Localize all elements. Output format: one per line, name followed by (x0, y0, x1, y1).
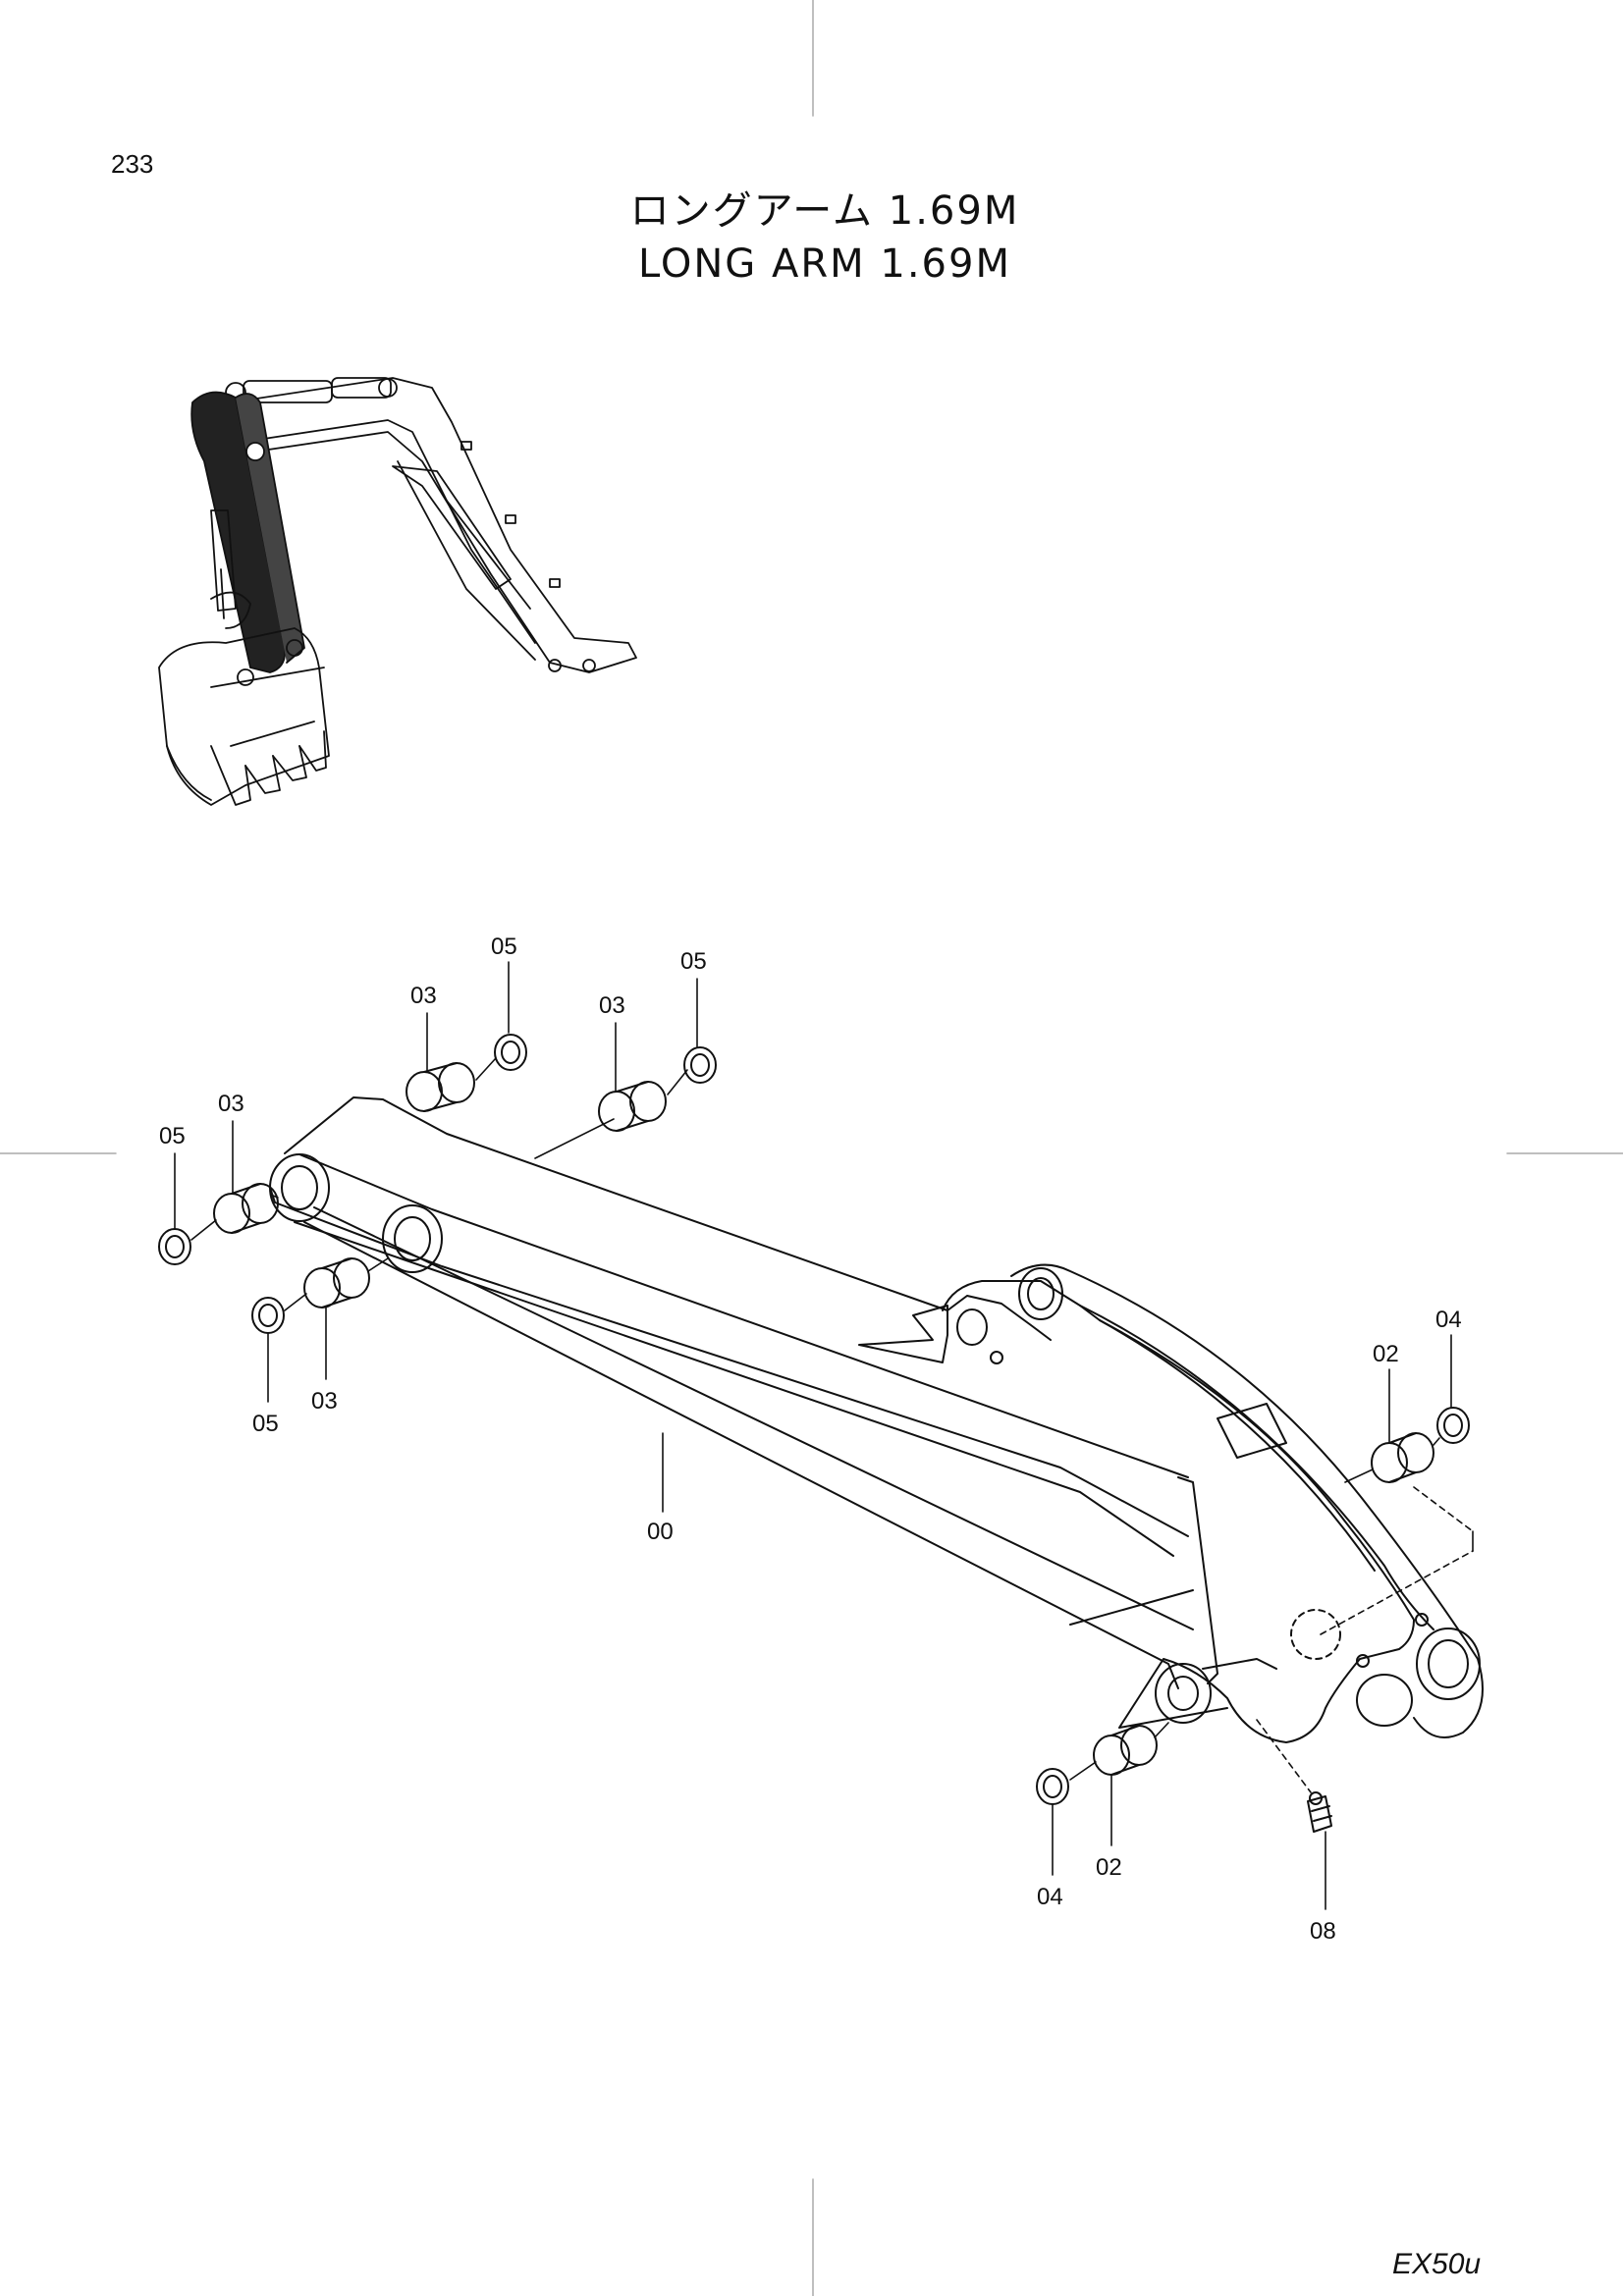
title-english: LONG ARM 1.69M (638, 241, 1011, 287)
page-number: 233 (111, 149, 154, 179)
callout-leaders (174, 961, 1452, 1910)
seal-05-left (158, 1228, 191, 1265)
seal-04-bottom (1036, 1768, 1069, 1805)
bushing-03-top-mid (598, 1081, 667, 1132)
seal-05-top (494, 1034, 527, 1071)
bushing-02-bottom (1093, 1725, 1158, 1776)
assembly-lines (190, 1057, 1474, 1793)
bushing-02-right (1371, 1432, 1434, 1483)
callout-05-left: 05 (159, 1123, 186, 1149)
bushing-03-left (213, 1183, 279, 1234)
page-title: ロングアーム 1.69M LONG ARM 1.69M (609, 185, 1041, 291)
callout-08: 08 (1310, 1918, 1336, 1945)
seal-04-right (1436, 1407, 1470, 1444)
callout-05-top-right: 05 (680, 948, 707, 975)
title-japanese: ロングアーム 1.69M (629, 188, 1020, 234)
grease-fitting-08 (1307, 1791, 1332, 1833)
bushing-03-top (406, 1062, 475, 1112)
bushing-03-bottom-left (303, 1257, 370, 1308)
callout-05-top: 05 (491, 934, 517, 960)
callout-02-bottom: 02 (1096, 1854, 1122, 1881)
model-code: EX50u (1392, 2248, 1482, 2280)
callout-labels: 05 03 05 03 03 05 05 03 00 02 04 04 02 0… (159, 934, 1462, 1945)
callout-03-left: 03 (218, 1091, 244, 1117)
callout-05-bottom-left: 05 (252, 1411, 279, 1437)
overview-excavator-illustration (158, 377, 637, 806)
callout-03-top: 03 (410, 983, 437, 1009)
callout-02-right: 02 (1373, 1341, 1399, 1367)
callout-03-bottom-left: 03 (311, 1388, 338, 1415)
callout-04-right: 04 (1435, 1307, 1462, 1333)
callout-03-top-mid: 03 (599, 992, 625, 1019)
callout-04-bottom: 04 (1037, 1884, 1063, 1910)
seal-05-bottom-left (251, 1297, 285, 1334)
seal-05-top-right (683, 1046, 717, 1084)
callout-00: 00 (647, 1519, 674, 1545)
long-arm-body (269, 1096, 1484, 1743)
